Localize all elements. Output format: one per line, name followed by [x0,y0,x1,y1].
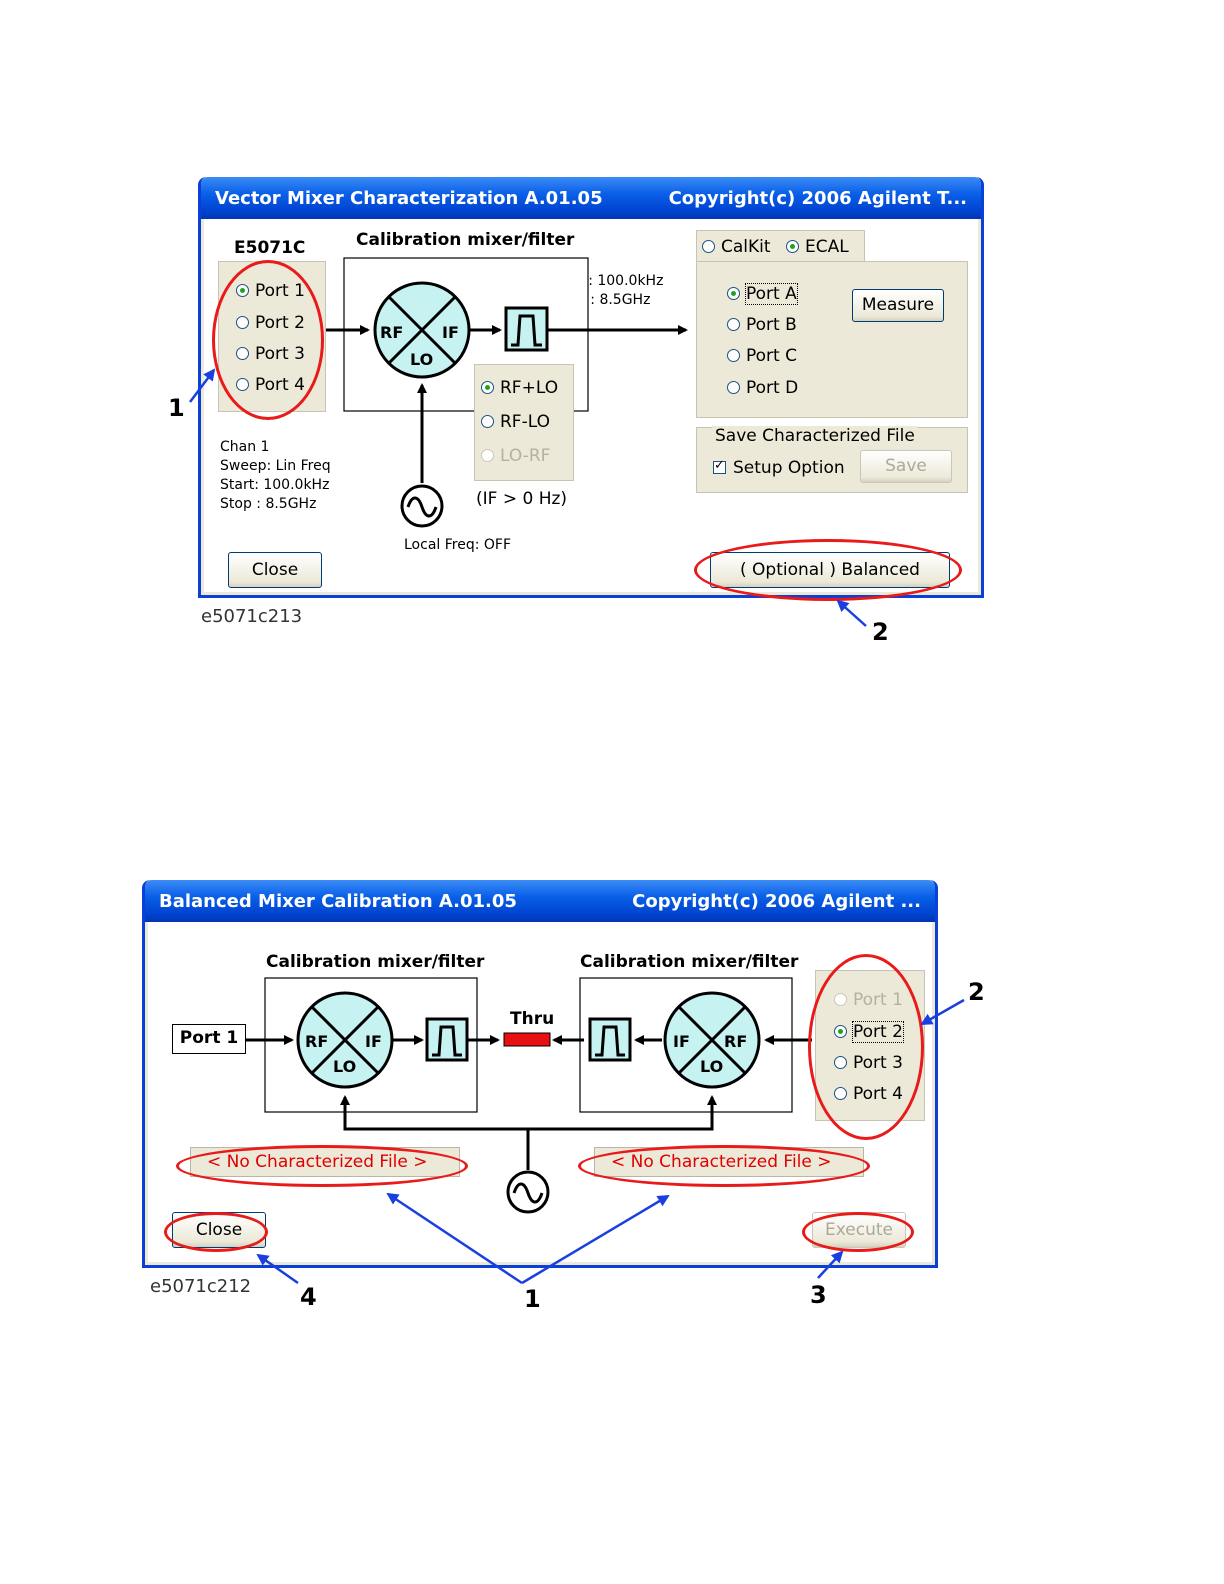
vector-mixer-dialog: Vector Mixer Characterization A.01.05 Co… [198,177,984,598]
ecal-port-radio-d[interactable]: Port D [727,378,798,398]
radio-dot [727,381,740,394]
checkbox-box [713,458,726,474]
dialog-titlebar: Balanced Mixer Calibration A.01.05 Copyr… [145,880,935,922]
cal-type-group [696,230,865,263]
annotation-ellipse-file-right [578,1145,870,1187]
mode-radio-rf-plus-lo[interactable]: RF+LO [481,378,558,398]
setup-option-checkbox[interactable]: Setup Option [713,458,845,478]
mixer-right-if: IF [673,1032,690,1051]
balanced-mixer-diagram: RF IF LO IF RF LO [246,977,812,1214]
radio-dot [786,240,799,253]
callout-1-bottom: 1 [524,1285,541,1313]
save-group-title: Save Characterized File [712,426,918,446]
radio-dot [727,318,740,331]
device-label: E5071C [234,238,306,258]
radio-dot [702,240,715,253]
save-button[interactable]: Save [860,450,952,483]
diagram-title: Calibration mixer/filter [356,230,575,250]
callout-3-bottom: 3 [810,1281,827,1309]
chan-info-4: Stop : 8.5GHz [220,496,317,512]
ecal-port-group [696,261,968,418]
annotation-ellipse-balanced [694,539,962,601]
mixer-right-lo: LO [700,1057,723,1076]
annotation-ellipse-file-left [176,1145,468,1187]
mixer-left-rf: RF [305,1032,328,1051]
thru-symbol [503,1032,551,1047]
annotation-ellipse-close [164,1212,268,1252]
diagram-title-right: Calibration mixer/filter [580,952,799,972]
caption-e5071c212: e5071c212 [150,1276,252,1297]
local-freq: Local Freq: OFF [404,537,512,553]
port-in-box: Port 1 [172,1024,246,1054]
annotation-ellipse-execute [802,1212,914,1252]
callout-1-top: 1 [168,394,185,422]
mixer-left-if: IF [365,1032,382,1051]
chan-info-1: Chan 1 [220,439,270,455]
caption-e5071c213: e5071c213 [201,606,303,627]
callout-2-top: 2 [872,618,889,646]
calkit-radio[interactable]: CalKit [702,237,771,257]
ecal-port-radio-b[interactable]: Port B [727,315,797,335]
annotation-arrows-top [189,368,867,627]
mode-radio-lo-minus-rf: LO-RF [481,446,550,466]
mixer-if-label: IF [442,323,459,342]
dialog-copyright: Copyright(c) 2006 Agilent ... [632,891,921,912]
radio-dot [481,449,494,462]
chan-info-2: Sweep: Lin Freq [220,458,331,474]
callout-2-bottom: 2 [968,978,985,1006]
mixer-diagram: RF IF LO [326,257,688,528]
dialog-copyright: Copyright(c) 2006 Agilent T... [668,188,967,209]
ecal-port-radio-c[interactable]: Port C [727,346,797,366]
thru-label: Thru [510,1009,555,1029]
close-button[interactable]: Close [228,552,322,588]
measure-button[interactable]: Measure [852,289,944,322]
diagram-title-left: Calibration mixer/filter [266,952,485,972]
dialog-titlebar: Vector Mixer Characterization A.01.05 Co… [201,177,981,219]
if-note: (IF > 0 Hz) [476,489,568,509]
mode-radio-rf-minus-lo[interactable]: RF-LO [481,412,550,432]
dialog-title: Balanced Mixer Calibration A.01.05 [159,891,517,912]
mixer-left-lo: LO [333,1057,356,1076]
mixer-rf-label: RF [380,323,403,342]
radio-dot [481,381,494,394]
annotation-ellipse-ports [808,954,924,1140]
mixer-lo-label: LO [410,350,433,369]
radio-dot [481,415,494,428]
radio-dot [727,287,740,300]
radio-dot [727,349,740,362]
ecal-port-radio-a[interactable]: Port A [727,283,798,305]
chan-info-3: Start: 100.0kHz [220,477,330,493]
dialog-title: Vector Mixer Characterization A.01.05 [215,188,603,209]
annotation-ellipse-ports [212,260,324,420]
ecal-radio[interactable]: ECAL [786,237,849,257]
callout-4-bottom: 4 [300,1283,317,1311]
mixer-right-rf: RF [724,1032,747,1051]
